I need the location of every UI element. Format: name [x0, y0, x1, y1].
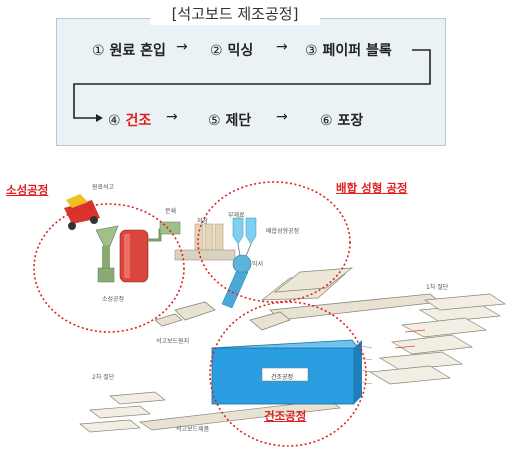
- label-first-cut: 1차 절단: [426, 284, 449, 291]
- page-title: [석고보드 제조공정]: [150, 3, 320, 25]
- step-4-label: 건조: [125, 113, 152, 129]
- label-mixer: 믹서: [252, 261, 264, 268]
- step-1: ① 원료 혼입: [92, 40, 166, 60]
- zone-label-calcination: 소성공정: [6, 183, 49, 197]
- step-3-number: ③: [305, 43, 318, 59]
- drying-zone-circle: [209, 301, 367, 447]
- label-additives: 부재료: [228, 212, 245, 219]
- label-drying-process: 건조공정: [271, 374, 294, 381]
- step-2-number: ②: [210, 43, 223, 59]
- step-5: ⑤ 제단: [208, 110, 251, 130]
- conveyor-line: [154, 293, 442, 331]
- arrow-4-icon: →: [166, 109, 178, 125]
- step-5-number: ⑤: [208, 113, 221, 129]
- step-6: ⑥ 포장: [320, 110, 363, 130]
- board-stacks-left: [79, 391, 166, 433]
- calcination-machinery: [64, 194, 236, 283]
- label-storage: 저장: [197, 218, 209, 225]
- step-2: ② 믹싱: [210, 40, 253, 60]
- conveyor-bottom: [139, 399, 341, 431]
- step-5-label: 제단: [225, 113, 252, 129]
- arrow-1-icon: →: [176, 39, 188, 55]
- label-product: 석고보드제품: [176, 426, 210, 433]
- truck-icon: [64, 194, 100, 230]
- step-4: ④ 건조: [108, 110, 151, 130]
- zone-label-drying: 건조공정: [264, 409, 307, 423]
- arrow-5-icon: →: [276, 109, 288, 125]
- calcination-zone-circle: [33, 203, 185, 333]
- step-2-label: 믹싱: [227, 43, 254, 59]
- label-calcination-process: 소성공정: [102, 296, 125, 303]
- factory-illustration: [33, 181, 507, 447]
- step-1-number: ①: [92, 43, 105, 59]
- mixing-zone-circle: [197, 181, 351, 303]
- stack-edge-lines: [394, 329, 426, 349]
- mixer-machinery: [221, 217, 257, 309]
- process-steps-panel: [56, 18, 446, 146]
- step-1-label: 원료 혼입: [109, 43, 166, 59]
- label-mixing-forming: 배합성형공정: [266, 228, 300, 235]
- step-6-number: ⑥: [320, 113, 333, 129]
- step-4-number: ④: [108, 113, 121, 129]
- label-second-cut: 2차 절단: [92, 374, 115, 381]
- zone-label-mixing-forming: 배합 성형 공정: [336, 181, 408, 195]
- label-board-forming: 석고보드원지: [156, 338, 190, 345]
- board-stacks-right: [368, 293, 507, 385]
- label-raw-gypsum: 원료석고: [92, 184, 115, 191]
- label-grinding: 분쇄: [165, 208, 177, 215]
- step-3-label: 페이퍼 블록: [322, 43, 392, 59]
- step-6-label: 포장: [337, 113, 364, 129]
- dryer-box: [211, 339, 373, 405]
- step-3: ③ 페이퍼 블록: [305, 40, 392, 60]
- arrow-2-icon: →: [276, 39, 288, 55]
